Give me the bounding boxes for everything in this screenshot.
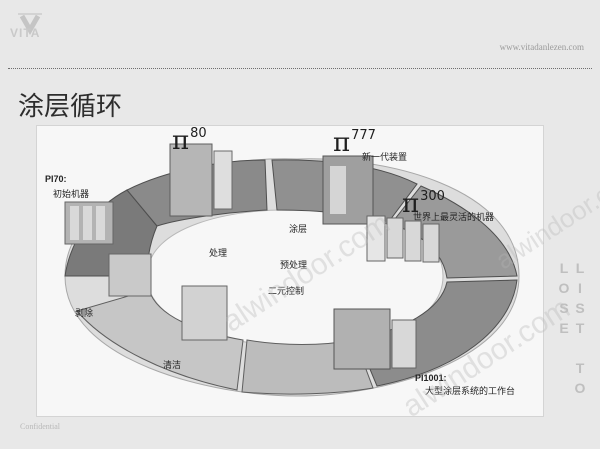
pi300-desc: 世界上最灵活的机器 xyxy=(413,213,495,223)
machine-cleaning xyxy=(181,285,228,341)
logo-text: VITA xyxy=(10,26,41,40)
vita-logo-icon xyxy=(18,13,42,36)
coating-cycle-diagram: PI70: 初始机器 π80 π777 新一代装置 π300 世界上最灵活的机器… xyxy=(36,125,576,424)
pi777-symbol: π xyxy=(333,128,351,158)
pi777-superscript: 777 xyxy=(351,128,376,143)
step-treatment: 处理 xyxy=(209,249,228,259)
site-url: www.vitadanlezen.com xyxy=(499,42,584,52)
pi300-symbol: π xyxy=(402,189,420,219)
cycle-ring-graphic xyxy=(64,143,520,397)
machine-pi1001 xyxy=(333,308,417,370)
step-cleaning: 清洁 xyxy=(163,361,182,371)
pi80-label: π80 xyxy=(172,126,207,156)
slide-title: 涂层循环 xyxy=(18,92,123,122)
pi70-name: PI70: xyxy=(45,174,67,184)
pi80-symbol: π xyxy=(172,126,190,156)
machine-pi777 xyxy=(322,155,374,225)
step-pretreatment: 预处理 xyxy=(280,261,308,271)
pi1001-desc: 大型涂层系统的工作台 xyxy=(425,387,516,397)
machine-pi80 xyxy=(169,143,233,217)
vita-logo xyxy=(10,10,80,52)
pi80-superscript: 80 xyxy=(190,126,207,141)
machine-stripping xyxy=(108,253,152,297)
machine-pi70 xyxy=(64,201,114,245)
pi300-label: π300 xyxy=(402,189,445,219)
side-watermark: LIST TO LOSE xyxy=(556,260,588,400)
confidential-footer: Confidential xyxy=(20,422,60,431)
pi70-desc: 初始机器 xyxy=(53,190,90,200)
pi777-label: π777 xyxy=(333,128,376,158)
step-coating: 涂层 xyxy=(289,225,308,235)
pi300-superscript: 300 xyxy=(420,189,445,204)
step-control: 二元控制 xyxy=(268,287,305,297)
pi777-desc: 新一代装置 xyxy=(362,153,408,163)
header-divider xyxy=(8,68,592,69)
machine-pi300 xyxy=(366,215,440,263)
pi1001-name: PI1001: xyxy=(415,373,447,383)
step-stripping: 剥除 xyxy=(75,309,94,319)
